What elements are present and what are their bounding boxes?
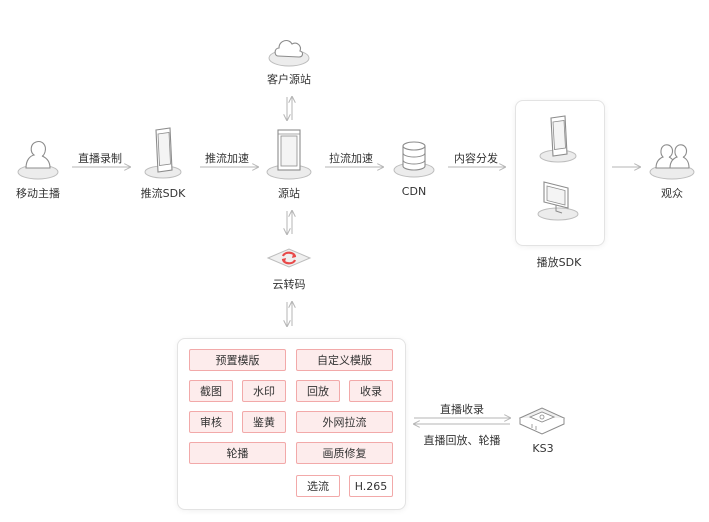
origin-label: 源站 bbox=[278, 187, 300, 200]
customer-origin-label: 客户源站 bbox=[267, 73, 311, 86]
feature-replay: 回放 bbox=[296, 380, 340, 402]
audience-people-icon bbox=[649, 144, 695, 180]
push-sdk-label: 推流SDK bbox=[140, 187, 186, 200]
feature-record: 收录 bbox=[349, 380, 393, 402]
feature-porn-detect: 鉴黄 bbox=[242, 411, 286, 433]
audience-label: 观众 bbox=[661, 187, 683, 200]
feature-select-stream: 选流 bbox=[296, 475, 340, 497]
edge-live-replay-label: 直播回放、轮播 bbox=[423, 434, 501, 447]
transcode-icon bbox=[266, 248, 312, 268]
edge-push-accel-label: 推流加速 bbox=[205, 152, 249, 165]
anchor-label: 移动主播 bbox=[16, 187, 60, 200]
edge-pull-accel-label: 拉流加速 bbox=[329, 152, 373, 165]
player-monitor-icon bbox=[537, 181, 579, 221]
edge-content-dist-label: 内容分发 bbox=[454, 152, 498, 165]
ks3-storage-icon bbox=[518, 407, 566, 435]
feature-quality-repair: 画质修复 bbox=[296, 442, 393, 464]
feature-watermark: 水印 bbox=[242, 380, 286, 402]
push-sdk-phone-icon bbox=[144, 127, 182, 179]
transcode-label: 云转码 bbox=[272, 278, 306, 291]
player-phone-icon bbox=[539, 115, 577, 163]
cdn-label: CDN bbox=[401, 185, 427, 198]
player-sdk-label: 播放SDK bbox=[536, 256, 582, 269]
cdn-database-icon bbox=[393, 141, 435, 178]
feature-preset-template: 预置模版 bbox=[189, 349, 286, 371]
origin-server-icon bbox=[266, 129, 312, 180]
feature-custom-template: 自定义模版 bbox=[296, 349, 393, 371]
edge-live-record-label: 直播录制 bbox=[78, 152, 122, 165]
edge-live-collect-label: 直播收录 bbox=[440, 403, 484, 416]
ks3-label: KS3 bbox=[532, 442, 554, 455]
feature-review: 审核 bbox=[189, 411, 233, 433]
feature-h265: H.265 bbox=[349, 475, 393, 497]
feature-external-pull: 外网拉流 bbox=[296, 411, 393, 433]
feature-carousel: 轮播 bbox=[189, 442, 286, 464]
feature-screenshot: 截图 bbox=[189, 380, 233, 402]
customer-origin-cloud-icon bbox=[268, 39, 310, 67]
anchor-person-icon bbox=[17, 141, 59, 180]
